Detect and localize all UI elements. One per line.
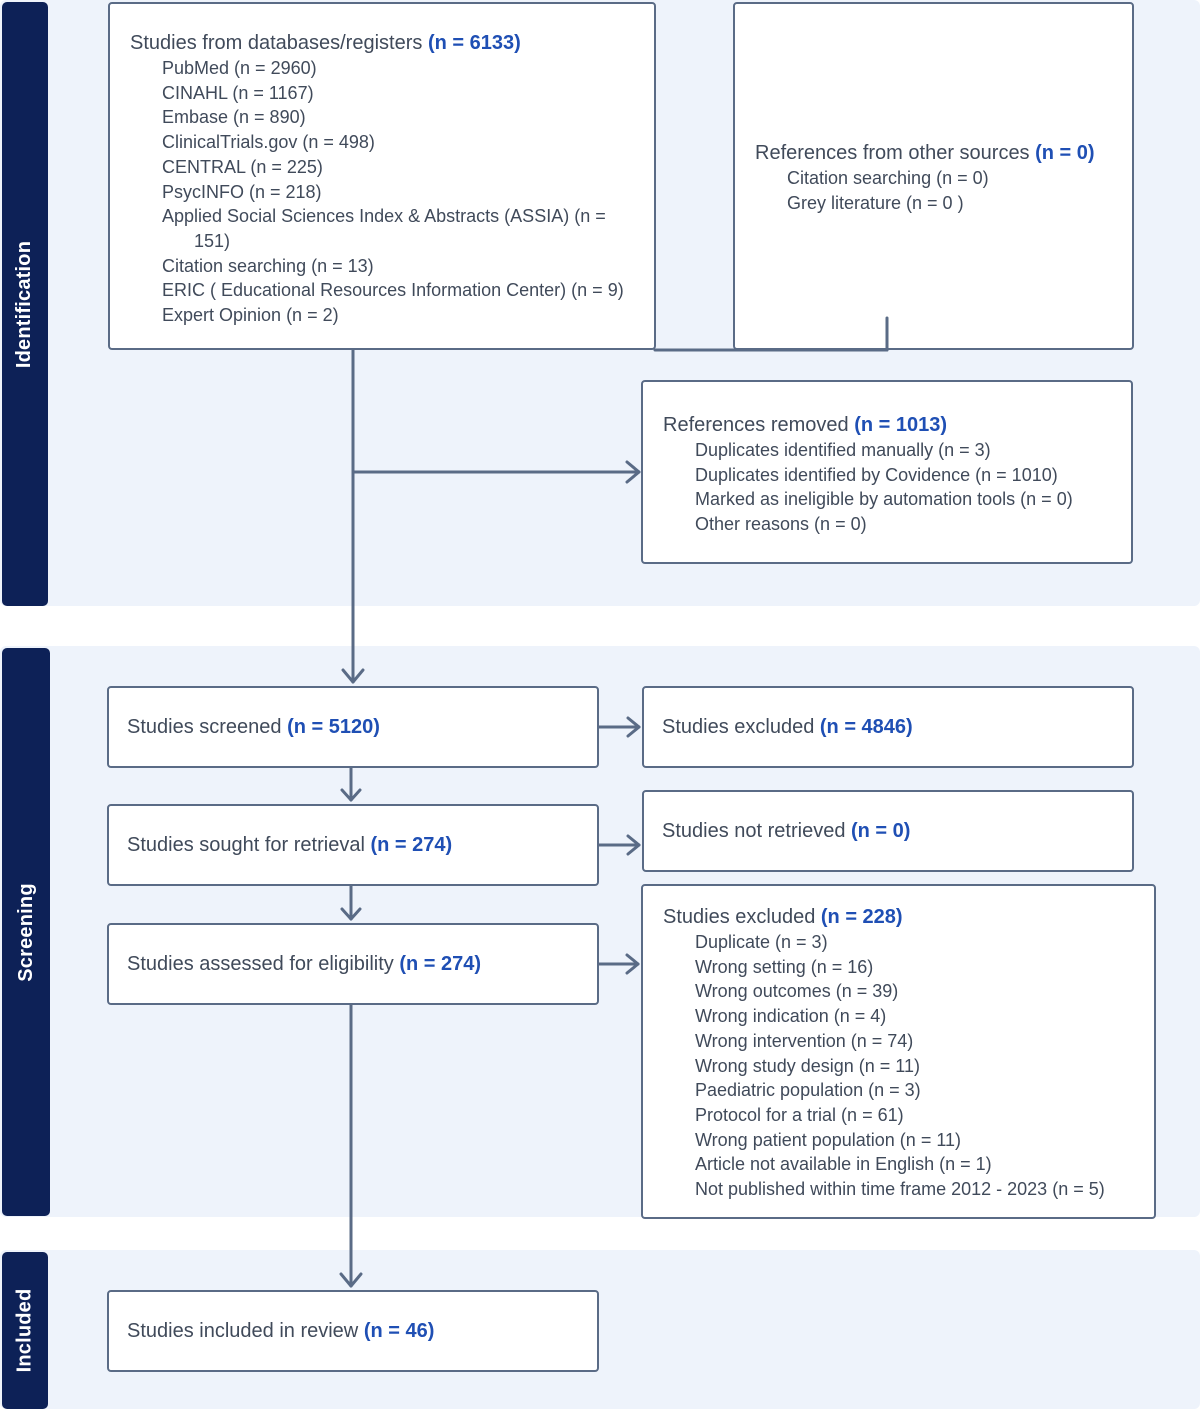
excluded-screen-box: Studies excluded (n = 4846) [642, 686, 1134, 768]
sought-box: Studies sought for retrieval (n = 274) [107, 804, 599, 886]
removed-label: References removed [663, 414, 849, 436]
list-item: PubMed (n = 2960) [162, 58, 317, 78]
excluded-screen-heading: Studies excluded (n = 4846) [662, 714, 913, 740]
list-item: Wrong patient population (n = 11) [695, 1129, 962, 1150]
excluded-full-count: (n = 228) [820, 906, 903, 928]
screened-box: Studies screened (n = 5120) [107, 686, 599, 768]
excluded-full-label: Studies excluded [663, 906, 816, 928]
removed-heading: References removed (n = 1013) [663, 412, 1113, 438]
not-retrieved-label: Studies not retrieved [662, 820, 846, 842]
list-item: Grey literature (n = 0 ) [787, 192, 964, 213]
list-item: Other reasons (n = 0) [695, 514, 867, 535]
included-count: (n = 46) [363, 1320, 435, 1342]
included-heading: Studies included in review (n = 46) [127, 1318, 434, 1344]
list-item: Duplicate (n = 3) [695, 932, 828, 952]
other-sources-count: (n = 0) [1035, 142, 1095, 164]
list-item: CENTRAL (n = 225) [162, 156, 323, 177]
screened-count: (n = 5120) [287, 716, 380, 738]
assessed-count: (n = 274) [399, 953, 482, 975]
list-item: Citation searching (n = 0) [787, 168, 989, 188]
databases-count: (n = 6133) [427, 32, 521, 54]
other-sources-label: References from other sources [755, 142, 1030, 164]
list-item: Not published within time frame 2012 - 2… [695, 1179, 1105, 1200]
list-item: Expert Opinion (n = 2) [162, 305, 339, 326]
list-item: Wrong study design (n = 11) [695, 1055, 920, 1076]
screened-label: Studies screened [127, 716, 282, 738]
identification-tab: Identification [2, 2, 48, 606]
assessed-label: Studies assessed for eligibility [127, 953, 394, 975]
assessed-box: Studies assessed for eligibility (n = 27… [107, 923, 599, 1005]
list-item: Citation searching (n = 13) [162, 255, 374, 276]
excluded-full-heading: Studies excluded (n = 228) [663, 904, 1136, 930]
removed-count: (n = 1013) [854, 414, 948, 436]
sought-label: Studies sought for retrieval [127, 834, 365, 856]
list-item: PsycINFO (n = 218) [162, 181, 322, 202]
list-item: Applied Social Sciences Index & Abstract… [162, 206, 606, 251]
screening-label: Screening [14, 882, 37, 982]
list-item: Protocol for a trial (n = 61) [695, 1104, 904, 1125]
included-label: Included [13, 1288, 36, 1373]
sought-heading: Studies sought for retrieval (n = 274) [127, 832, 452, 858]
list-item: Duplicates identified manually (n = 3) [695, 440, 991, 460]
list-item: Embase (n = 890) [162, 107, 306, 128]
list-item: Marked as ineligible by automation tools… [695, 489, 1073, 510]
excluded-screen-label: Studies excluded [662, 716, 815, 738]
list-item: Article not available in English (n = 1) [695, 1154, 992, 1175]
list-item: Wrong outcomes (n = 39) [695, 981, 899, 1002]
list-item: CINAHL (n = 1167) [162, 82, 314, 103]
databases-heading: Studies from databases/registers (n = 61… [130, 30, 636, 56]
other-sources-heading: References from other sources (n = 0) [755, 140, 1114, 166]
list-item: Wrong setting (n = 16) [695, 956, 874, 977]
included-box: Studies included in review (n = 46) [107, 1290, 599, 1372]
not-retrieved-count: (n = 0) [851, 820, 911, 842]
databases-label: Studies from databases/registers [130, 32, 423, 54]
other-sources-box: References from other sources (n = 0) Ci… [733, 2, 1134, 350]
excluded-screen-count: (n = 4846) [819, 716, 913, 738]
screened-heading: Studies screened (n = 5120) [127, 714, 380, 740]
identification-label: Identification [13, 240, 36, 368]
included-label: Studies included in review [127, 1320, 359, 1342]
included-tab: Included [2, 1252, 48, 1409]
not-retrieved-heading: Studies not retrieved (n = 0) [662, 818, 910, 844]
assessed-heading: Studies assessed for eligibility (n = 27… [127, 951, 481, 977]
sought-count: (n = 274) [370, 834, 453, 856]
list-item: Wrong indication (n = 4) [695, 1006, 887, 1027]
list-item: Duplicates identified by Covidence (n = … [695, 464, 1058, 485]
removed-box: References removed (n = 1013) Duplicates… [641, 380, 1133, 564]
list-item: Paediatric population (n = 3) [695, 1080, 921, 1101]
databases-box: Studies from databases/registers (n = 61… [108, 2, 656, 350]
list-item: ERIC ( Educational Resources Information… [162, 280, 624, 301]
list-item: ClinicalTrials.gov (n = 498) [162, 132, 375, 153]
excluded-full-box: Studies excluded (n = 228) Duplicate (n … [641, 884, 1156, 1219]
screening-tab: Screening [2, 648, 50, 1216]
not-retrieved-box: Studies not retrieved (n = 0) [642, 790, 1134, 872]
list-item: Wrong intervention (n = 74) [695, 1030, 914, 1051]
